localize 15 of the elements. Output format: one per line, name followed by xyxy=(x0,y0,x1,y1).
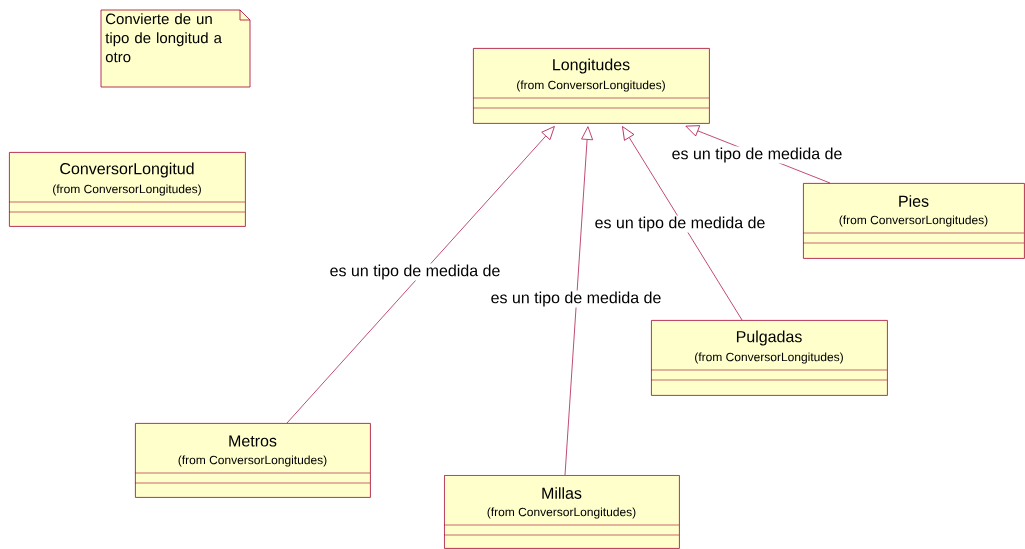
edge-label: es un tipo de medida de xyxy=(670,146,844,164)
edge-label: es un tipo de medida de xyxy=(593,215,767,233)
generalization-arrow xyxy=(685,125,831,184)
class-box: ConversorLongitud (from ConversorLongitudes) xyxy=(8,152,246,227)
class-box: Millas (from ConversorLongitudes) xyxy=(443,475,680,549)
class-box: Pies (from ConversorLongitudes) xyxy=(802,183,1025,259)
class-box: Longitudes (from ConversorLongitudes) xyxy=(472,48,710,124)
generalization-arrow xyxy=(622,126,743,321)
generalization-arrow xyxy=(286,126,555,424)
edge-label: es un tipo de medida de xyxy=(489,290,663,308)
generalization-arrow xyxy=(564,126,593,476)
class-box: Pulgadas (from ConversorLongitudes) xyxy=(650,320,888,396)
edge-label: es un tipo de medida de xyxy=(328,263,502,281)
note-box: Convierte de un tipo de longitud a otro xyxy=(100,9,251,88)
class-box: Metros (from ConversorLongitudes) xyxy=(134,423,371,498)
